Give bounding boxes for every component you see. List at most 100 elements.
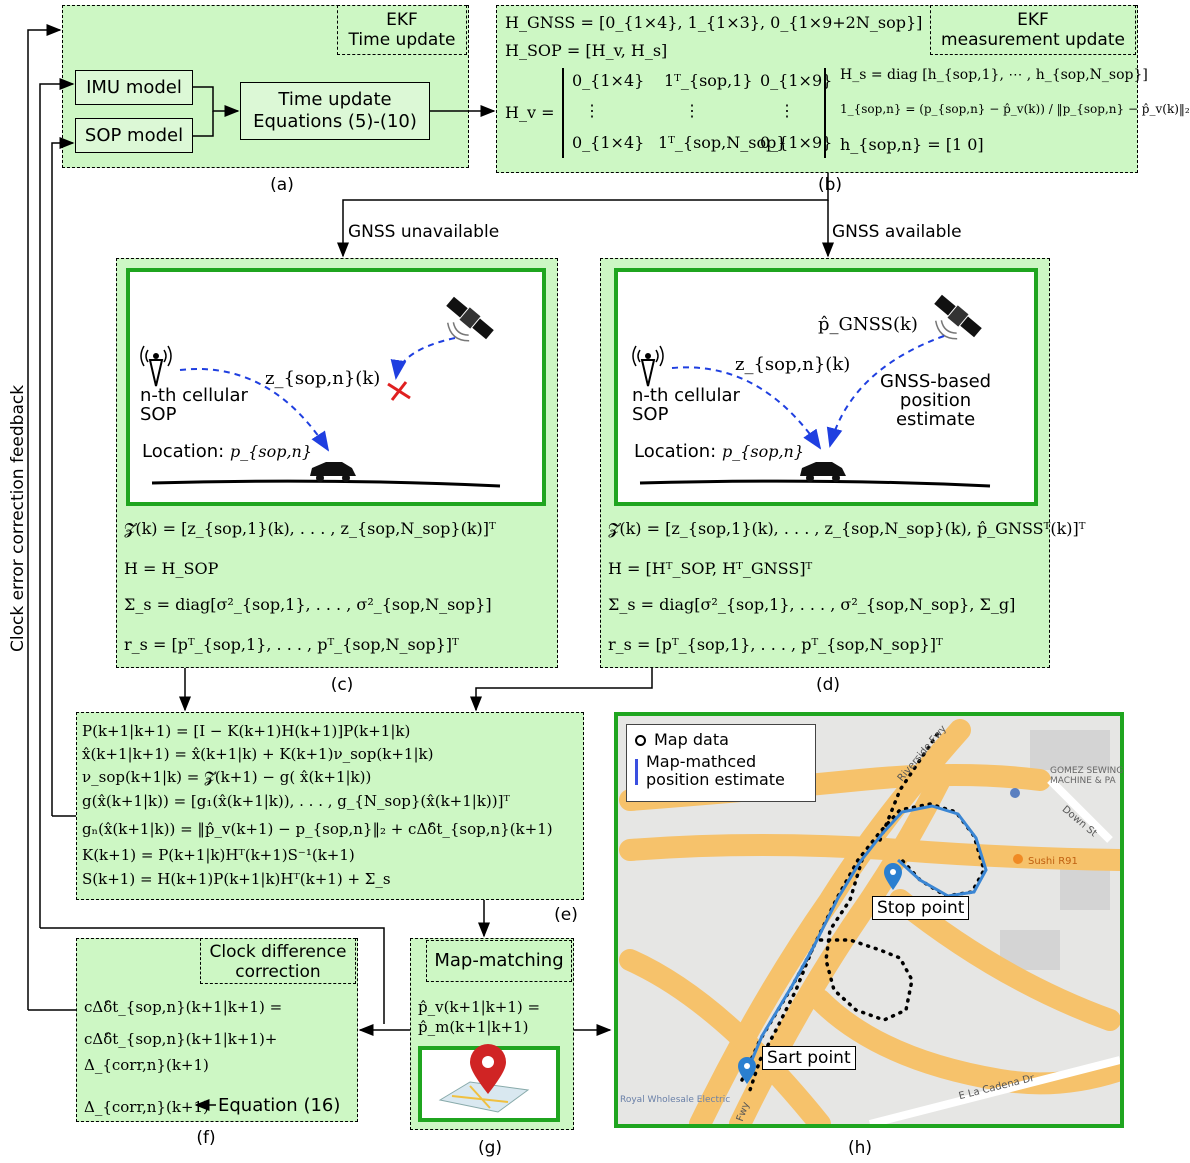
signal-arrow-sop-c bbox=[179, 368, 330, 452]
panel-a-arrows bbox=[193, 86, 496, 137]
car-icon-c bbox=[310, 462, 356, 482]
z-label-c: z_{sop,n}(k) bbox=[265, 368, 381, 389]
c-eq1: 𝓩(k) = [z_{sop,1}(k), . . . , z_{sop,N_s… bbox=[124, 519, 496, 538]
branch-arrows bbox=[337, 173, 834, 258]
legend-map-data: Map data bbox=[654, 730, 729, 749]
imu-label: IMU model bbox=[86, 76, 182, 98]
estimate-line-icon bbox=[635, 759, 638, 785]
stop-pin-icon bbox=[884, 863, 902, 890]
tag-line2: measurement update bbox=[941, 30, 1125, 50]
signal-arrow-sop-d bbox=[671, 366, 822, 450]
poi-gomez-line1: GOMEZ SEWING bbox=[1050, 766, 1124, 776]
e-eq3: ν_sop(k+1|k) = 𝓩(k+1) − g( x̂(k+1|k)) bbox=[82, 768, 372, 786]
caption-c: (c) bbox=[330, 675, 354, 695]
road-c bbox=[151, 479, 501, 488]
e-eq4: g(x̂(k+1|k)) = [g₁(x̂(k+1|k)), . . . , g… bbox=[82, 792, 510, 810]
f-eq2: cΔδ̂t_{sop,n}(k+1|k+1)+ bbox=[84, 1030, 278, 1048]
sop-text-d: n-th cellular SOP bbox=[632, 386, 740, 424]
e-eq2: x̂(k+1|k+1) = x̂(k+1|k) + K(k+1)ν_sop(k+… bbox=[82, 745, 434, 763]
location-text: Location: bbox=[634, 441, 717, 462]
caption-g: (g) bbox=[477, 1138, 503, 1158]
poi-gomez: GOMEZ SEWING MACHINE & PA bbox=[1050, 766, 1123, 786]
e-eq7: S(k+1) = H(k+1)P(k+1|k)Hᵀ(k+1) + Σ_s bbox=[82, 870, 391, 888]
gnss-line2: position bbox=[899, 390, 972, 411]
panel-g-tag: Map-matching bbox=[426, 940, 572, 982]
caption-f: (f) bbox=[196, 1128, 216, 1148]
hv-r3c2: 1ᵀ_{sop,N_sop} bbox=[658, 133, 787, 152]
location-d: Location: p_{sop,n} bbox=[634, 442, 804, 462]
hv-matrix: 0_{1×4} 1ᵀ_{sop,1} 0_{1×9} ⋮ ⋮ ⋮ 0_{1×4}… bbox=[562, 68, 832, 158]
f-eq4-math: Δ_{corr,n}(k+1) bbox=[84, 1098, 209, 1116]
road-d bbox=[639, 479, 991, 488]
sop-line1: n-th cellular bbox=[632, 385, 740, 406]
gnss-line3: estimate bbox=[895, 409, 976, 430]
h-gnss-eq: H_GNSS = [0_{1×4}, 1_{1×3}, 0_{1×9+2N_so… bbox=[505, 13, 923, 32]
branch-gnss-available: GNSS available bbox=[832, 222, 962, 242]
one-sop-eq: 1_{sop,n} = (p_{sop,n} − p̂_v(k)) / ‖p_{… bbox=[840, 102, 1190, 116]
cell-tower-icon-d bbox=[632, 345, 664, 387]
hv-r2c1: ⋮ bbox=[584, 101, 600, 120]
map-data-marker-icon bbox=[635, 734, 646, 746]
map-data-track bbox=[740, 728, 986, 1092]
panel-a-tag: EKF Time update bbox=[337, 5, 467, 55]
tag-line1: Clock difference bbox=[209, 942, 347, 962]
sop-model-box: SOP model bbox=[75, 118, 193, 153]
blocked-cross-icon bbox=[387, 381, 411, 401]
e-eq1: P(k+1|k+1) = [I − K(k+1)H(k+1)]P(k+1|k) bbox=[82, 722, 411, 740]
sop-text-c: n-th cellular SOP bbox=[140, 386, 248, 424]
poi-royal: Royal Wholesale Electric bbox=[620, 1095, 731, 1105]
time-update-line1: Time update bbox=[278, 89, 392, 110]
poi-gomez-line2: MACHINE & PA bbox=[1050, 776, 1116, 786]
hv-r3c1: 0_{1×4} bbox=[572, 133, 645, 152]
f-eq4-text: Equation (16) bbox=[218, 1095, 341, 1116]
time-update-line2: Equations (5)-(10) bbox=[253, 111, 417, 132]
hv-r1c2: 1ᵀ_{sop,1} bbox=[664, 71, 753, 90]
signal-arrow-gnss-blocked bbox=[390, 337, 456, 380]
satellite-icon-d bbox=[934, 294, 982, 340]
legend-estimate-line2: position estimate bbox=[646, 770, 785, 789]
panel-b-tag: EKF measurement update bbox=[930, 5, 1136, 55]
car-icon-d bbox=[800, 462, 846, 482]
sop-line1: n-th cellular bbox=[140, 385, 248, 406]
map-legend: Map data Map-mathced position estimate bbox=[626, 724, 816, 802]
location-c: Location: p_{sop,n} bbox=[142, 442, 312, 462]
location-math: p_{sop,n} bbox=[229, 442, 313, 461]
satellite-icon-c bbox=[446, 296, 494, 342]
tag-line1: EKF bbox=[1017, 10, 1049, 30]
start-pin-icon bbox=[738, 1057, 756, 1084]
d-eq1: 𝓩(k) = [z_{sop,1}(k), . . . , z_{sop,N_s… bbox=[608, 519, 1086, 538]
hs-eq: H_s = diag [h_{sop,1}, ⋯ , h_{sop,N_sop}… bbox=[840, 67, 1148, 83]
feedback-lines bbox=[27, 24, 385, 1024]
panel-f-tag: Clock difference correction bbox=[200, 938, 356, 984]
estimate-track bbox=[744, 804, 988, 1075]
location-text: Location: bbox=[142, 441, 225, 462]
legend-estimate-line1: Map-mathced bbox=[646, 752, 757, 771]
sop-line2: SOP bbox=[140, 404, 177, 425]
panel-e bbox=[76, 712, 584, 900]
stop-point-label: Stop point bbox=[872, 896, 970, 920]
gnss-line1: GNSS-based bbox=[880, 371, 992, 392]
g-eq1: p̂_v(k+1|k+1) = bbox=[418, 998, 541, 1016]
map-pin-icon bbox=[438, 1044, 530, 1113]
f-eq1: cΔδ̂t_{sop,n}(k+1|k+1) = bbox=[84, 998, 283, 1016]
f-eq3: Δ_{corr,n}(k+1) bbox=[84, 1056, 209, 1074]
diagram-overlay bbox=[27, 24, 1120, 1124]
cd-to-e-arrows bbox=[179, 668, 653, 1111]
sop-line2: SOP bbox=[632, 404, 669, 425]
caption-e: (e) bbox=[554, 905, 578, 925]
hv-lhs: H_v = bbox=[505, 103, 555, 122]
signal-arrow-gnss-d bbox=[826, 335, 945, 448]
g-eq2: p̂_m(k+1|k+1) bbox=[418, 1018, 529, 1036]
d-eq3: Σ_s = diag[σ²_{sop,1}, . . . , σ²_{sop,N… bbox=[608, 595, 1016, 614]
h-sop-n-eq: h_{sop,n} = [1 0] bbox=[840, 135, 984, 154]
hv-r2c2: ⋮ bbox=[684, 101, 700, 120]
pgnss-label-d: p̂_GNSS(k) bbox=[818, 314, 918, 335]
hv-r3c3: 0_{1×9} bbox=[760, 133, 833, 152]
hv-r1c1: 0_{1×4} bbox=[572, 71, 645, 90]
cell-tower-icon-c bbox=[140, 345, 172, 387]
tag-line2: correction bbox=[235, 962, 321, 982]
imu-model-box: IMU model bbox=[75, 70, 193, 105]
caption-b: (b) bbox=[817, 175, 843, 195]
branch-gnss-unavailable: GNSS unavailable bbox=[348, 222, 500, 242]
gnss-estimate-text: GNSS-based position estimate bbox=[880, 372, 991, 429]
